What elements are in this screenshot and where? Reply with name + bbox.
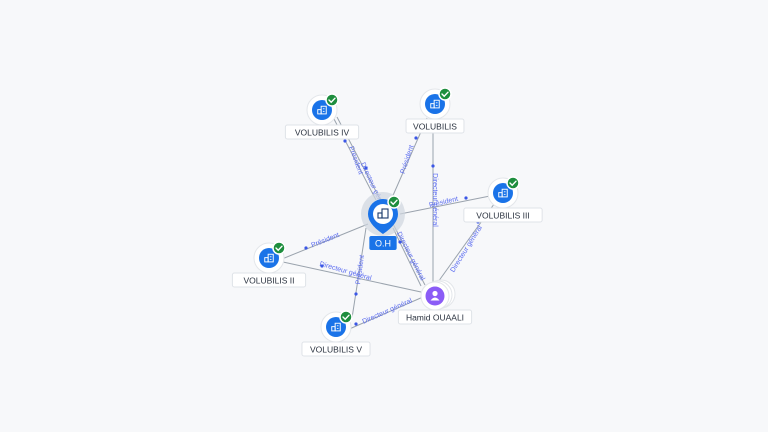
- building-icon: [331, 322, 341, 332]
- edge-arrow: [343, 139, 347, 143]
- svg-text:VOLUBILIS III: VOLUBILIS III: [476, 211, 529, 221]
- node-v2[interactable]: VOLUBILIS II: [231, 241, 307, 288]
- svg-text:VOLUBILIS II: VOLUBILIS II: [243, 276, 294, 286]
- node-ho[interactable]: Hamid OUAALI: [397, 279, 473, 325]
- node-label: VOLUBILIS: [405, 118, 465, 134]
- edge-arrow: [364, 166, 368, 170]
- node-label: VOLUBILIS III: [463, 207, 543, 223]
- verified-check-icon: [272, 241, 286, 255]
- edge-label: Directeur général: [395, 231, 426, 282]
- edge-arrow: [464, 196, 468, 200]
- edge-oh-v2: Président: [281, 223, 369, 260]
- svg-text:Hamid OUAALI: Hamid OUAALI: [406, 313, 464, 323]
- company-avatar: [493, 183, 513, 203]
- node-label: VOLUBILIS II: [231, 272, 307, 288]
- node-v3[interactable]: VOLUBILIS III: [463, 176, 543, 223]
- node-label: O.H: [369, 236, 397, 250]
- edge-label: Président: [355, 255, 366, 285]
- edge-line: [346, 296, 424, 331]
- building-icon: [317, 105, 327, 115]
- edge-arrow: [320, 264, 324, 268]
- edge-label: Président: [347, 145, 364, 175]
- node-v4[interactable]: VOLUBILIS IV: [284, 93, 360, 140]
- svg-text:O.H: O.H: [375, 239, 391, 249]
- building-icon: [264, 253, 274, 263]
- company-avatar: [312, 100, 332, 120]
- node-label: Hamid OUAALI: [397, 309, 473, 325]
- edge-line: [399, 195, 491, 215]
- edge-arrow: [354, 322, 358, 326]
- node-oh[interactable]: O.H: [361, 192, 405, 250]
- svg-text:VOLUBILIS IV: VOLUBILIS IV: [295, 128, 350, 138]
- node-v5[interactable]: VOLUBILIS V: [301, 310, 371, 357]
- edge-arrow: [431, 164, 435, 168]
- edge-line: [282, 261, 422, 293]
- edge-arrow: [414, 136, 418, 140]
- edge-ho-oh: Directeur général: [392, 227, 426, 287]
- edge-oh-v5: Président: [351, 227, 367, 319]
- node-v1[interactable]: VOLUBILIS: [405, 87, 465, 134]
- svg-text:VOLUBILIS: VOLUBILIS: [413, 122, 457, 132]
- building-icon: [377, 208, 389, 219]
- edge-label: Président: [400, 144, 416, 174]
- node-label: VOLUBILIS IV: [284, 124, 360, 140]
- verified-check-icon: [387, 195, 401, 209]
- edge-label: Directeur général: [431, 173, 438, 227]
- edge-arrow: [304, 246, 308, 250]
- verified-check-icon: [339, 310, 353, 324]
- company-avatar: [326, 317, 346, 337]
- nodes-layer: O.H VOLUBILIS IV VOLUBILIS VOLUBILIS III VOL…: [231, 87, 543, 357]
- edge-arrow: [398, 240, 402, 244]
- edge-line: [392, 227, 422, 287]
- building-icon: [430, 99, 440, 109]
- edge-ho-v1: Directeur général: [431, 118, 438, 282]
- person-icon: [430, 290, 440, 301]
- node-label: VOLUBILIS V: [301, 341, 371, 357]
- edge-line: [351, 227, 367, 319]
- verified-check-icon: [325, 93, 339, 107]
- verified-check-icon: [438, 87, 452, 101]
- verified-check-icon: [506, 176, 520, 190]
- company-avatar: [259, 248, 279, 268]
- edge-label: Président: [310, 232, 340, 250]
- svg-text:VOLUBILIS V: VOLUBILIS V: [310, 345, 362, 355]
- edge-line: [281, 223, 369, 260]
- edge-label: Directeur général: [450, 224, 485, 274]
- building-icon: [498, 188, 508, 198]
- company-avatar: [425, 94, 445, 114]
- edge-arrow: [354, 292, 358, 296]
